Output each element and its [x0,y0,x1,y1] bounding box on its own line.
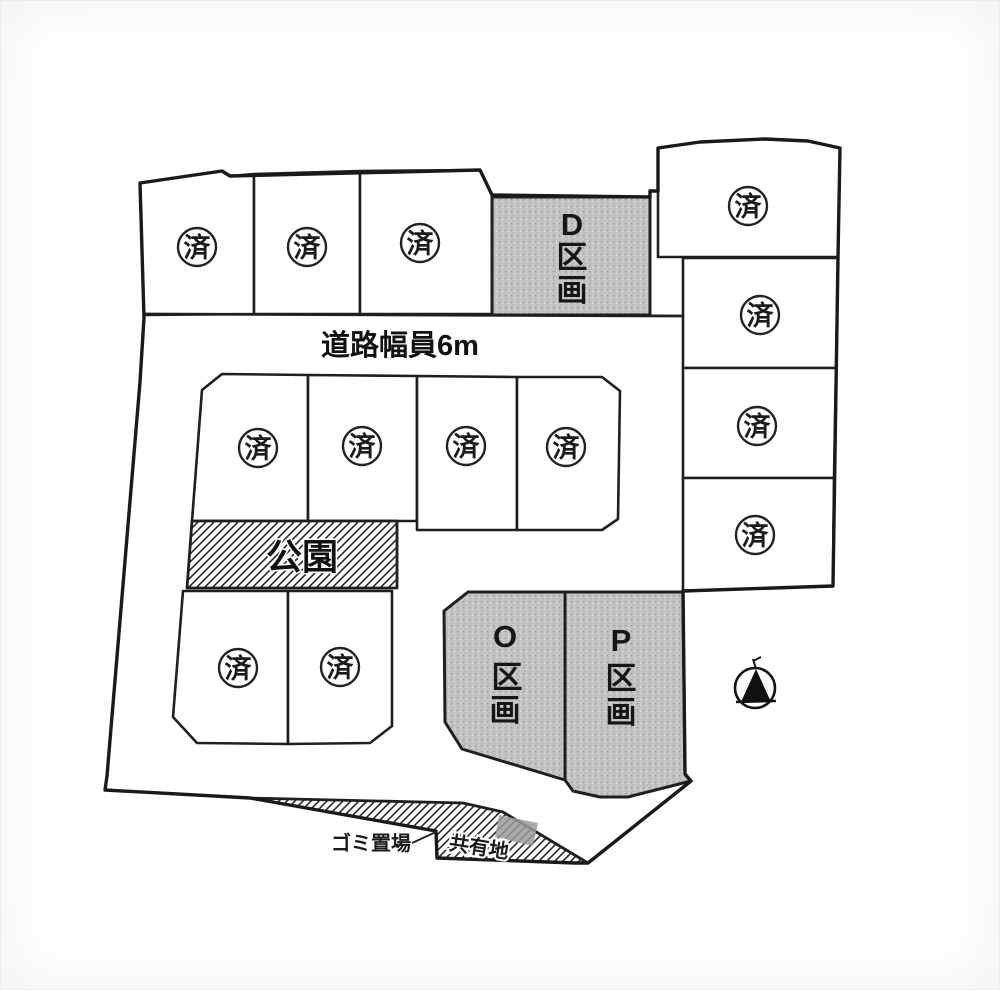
sold-mark: 済 [739,294,781,336]
garbage-annotation: ゴミ置場 [331,831,437,855]
sold-mark-circle [734,514,776,556]
sold-mark-circle [445,425,487,467]
sold-mark-circle [736,405,778,447]
sold-mark-circle [399,222,441,264]
sold-mark: 済 [217,647,259,689]
sold-mark-circle [739,294,781,336]
sold-mark-label: 済 [553,432,581,463]
lot-d-char: 画 [557,273,588,308]
lot-o-char: 区 [492,660,523,695]
garbage-area-label: ゴミ置場 [331,831,411,855]
lot-d-label: D 区 画 [557,207,588,308]
garbage-spot [495,815,538,846]
sold-mark-circle [237,427,279,469]
garbage-leader-line [411,831,437,844]
sold-mark-circle [286,226,328,268]
sold-mark-circle [217,647,259,689]
sold-mark-circle [727,185,769,227]
sold-mark-label: 済 [735,191,763,222]
north-compass-icon [733,656,777,710]
road-edge-line [142,312,685,318]
sold-mark: 済 [286,226,328,268]
sold-mark-label: 済 [184,232,212,263]
sold-mark-label: 済 [349,431,377,462]
sold-mark: 済 [399,222,441,264]
lot-o-label: O 区 画 [490,619,523,728]
lot-p-char: 画 [606,695,637,730]
lot-p-char: P [611,623,632,658]
lot-p-char: 区 [606,661,637,696]
sold-mark: 済 [341,425,383,467]
park-area [185,519,399,590]
lot-p-label: P 区 画 [606,623,637,730]
sold-mark-circle [319,646,361,688]
sold-mark-label: 済 [453,431,481,462]
sold-mark: 済 [734,514,776,556]
sold-marks: 済 済 済 済 済 済 済 済 済 済 済 済 済 [176,185,781,689]
sold-mark: 済 [727,185,769,227]
sold-mark-label: 済 [742,520,770,551]
sold-mark: 済 [545,426,587,468]
lot-d-char: D [561,207,583,242]
park-label: 公園 [266,536,338,577]
site-outer-boundary [103,137,842,865]
sold-mark-label: 済 [245,433,273,464]
sold-mark-label: 済 [225,653,253,684]
sold-mark-circle [341,425,383,467]
sold-mark: 済 [237,427,279,469]
lot-d-char: 区 [557,240,588,275]
sold-mark: 済 [736,405,778,447]
road-width-label: 道路幅員6m [321,329,479,362]
sold-mark: 済 [176,226,218,268]
sold-mark-label: 済 [407,228,435,259]
sold-mark-label: 済 [747,300,775,331]
lot-o-char: O [493,619,517,654]
sold-mark-label: 済 [294,232,322,263]
sold-mark: 済 [319,646,361,688]
sold-mark: 済 [445,425,487,467]
lot-o-char: 画 [490,693,521,728]
sold-mark-circle [176,226,218,268]
sold-mark-label: 済 [327,652,355,683]
sold-mark-label: 済 [744,411,772,442]
sold-mark-circle [545,426,587,468]
